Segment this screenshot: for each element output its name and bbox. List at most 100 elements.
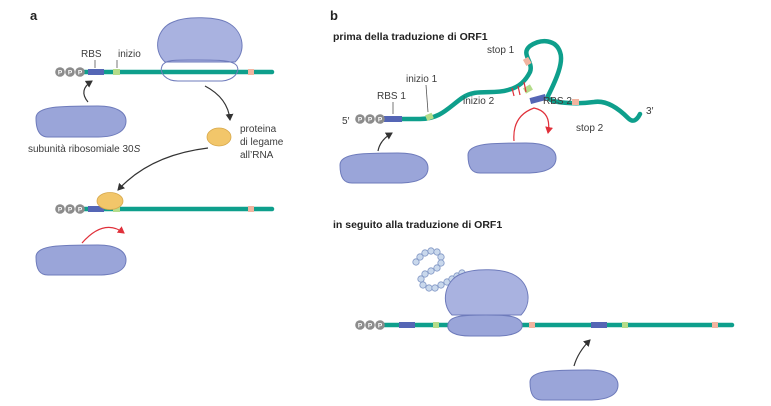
- rbs1-site: [399, 322, 415, 328]
- triphosphate: P P P: [55, 204, 85, 214]
- phosphate-circle: [55, 204, 65, 214]
- amino-acid-bead: [421, 270, 429, 278]
- phosphate-letter: P: [58, 207, 63, 214]
- protein-label-line1: proteina: [240, 124, 277, 135]
- blocked-30s-subunit: [35, 244, 127, 276]
- stop2-codon: [572, 99, 579, 105]
- base-pair-line: [511, 87, 515, 97]
- five-prime-label: 5′: [342, 116, 350, 127]
- rbs2-site: [529, 94, 547, 104]
- phosphate-letter: P: [68, 207, 73, 214]
- phosphate-letter: P: [78, 70, 83, 77]
- amino-acid-bead: [427, 267, 435, 275]
- amino-acid-bead: [425, 284, 433, 292]
- phosphate-letter: P: [78, 207, 83, 214]
- amino-acid-bead: [416, 253, 424, 261]
- phosphate-circle: [55, 67, 65, 77]
- amino-acid-bead: [417, 275, 425, 283]
- phosphate-letter: P: [378, 323, 383, 330]
- stop1-label: stop 1: [487, 45, 515, 56]
- amino-acid-bead: [419, 281, 427, 289]
- amino-acid-bead: [433, 248, 441, 256]
- rbs-site: [88, 206, 104, 212]
- stop2-codon: [712, 322, 718, 328]
- panel-a-bottom-mrna: P P P: [55, 204, 275, 214]
- phosphate-letter: P: [368, 323, 373, 330]
- mrna-strand-folded: [377, 38, 643, 123]
- rbs1-site: [384, 116, 402, 122]
- stop2-label: stop 2: [576, 123, 604, 134]
- stop-codon: [248, 206, 254, 212]
- small-ribosomal-subunit-rbs2: [529, 369, 619, 401]
- translating-large-subunit: [444, 269, 529, 316]
- rbs1-binding-arrow: [377, 132, 393, 152]
- phosphate-circle: [375, 114, 385, 124]
- rbs-label: RBS: [81, 49, 102, 60]
- amino-acid-bead: [433, 264, 441, 272]
- phosphate-circle: [75, 67, 85, 77]
- inizio2-label: inizio 2: [463, 96, 495, 107]
- rbs2-label: RBS 2: [543, 96, 572, 107]
- blocked-binding-arrow: [81, 226, 125, 244]
- protein-label-line3: all’RNA: [240, 150, 274, 161]
- triphosphate: P P P: [355, 320, 385, 330]
- amino-acid-bead: [427, 247, 435, 255]
- amino-acid-bead: [437, 281, 445, 289]
- panel-a-top-mrna: P P P: [55, 67, 275, 77]
- phosphate-circle: [65, 204, 75, 214]
- amino-acid-bead: [421, 249, 429, 257]
- phosphate-circle: [65, 67, 75, 77]
- phosphate-circle: [365, 320, 375, 330]
- panel-b-title-bottom: in seguito alla traduzione di ORF1: [333, 219, 502, 231]
- small-ribosomal-subunit-30s: [35, 105, 127, 138]
- phosphate-letter: P: [358, 117, 363, 124]
- stop1-codon: [529, 322, 535, 328]
- large-ribosomal-subunit: [157, 17, 243, 63]
- panel-b-title-top: prima della traduzione di ORF1: [333, 31, 488, 43]
- amino-acid-bead: [412, 258, 420, 266]
- protein-label-line2: di legame: [240, 137, 284, 148]
- panel-b-bottom-mrna: P P P: [355, 320, 735, 330]
- small-ribosomal-subunit-rbs1: [339, 152, 429, 184]
- start1-codon: [425, 112, 434, 121]
- base-pair-line: [517, 85, 521, 96]
- phosphate-circle: [75, 204, 85, 214]
- rbs-site: [88, 69, 104, 75]
- triphosphate: P P P: [55, 67, 85, 77]
- phosphate-letter: P: [368, 117, 373, 124]
- base-pair-line: [523, 81, 527, 93]
- phosphate-letter: P: [68, 70, 73, 77]
- repression-arrow: [117, 147, 209, 191]
- phosphate-letter: P: [378, 117, 383, 124]
- amino-acid-bead: [431, 284, 439, 292]
- inizio-label: inizio: [118, 49, 141, 60]
- panel-b-letter: b: [330, 8, 338, 23]
- triphosphate: P P P: [355, 114, 385, 124]
- small-subunit-outline: [160, 59, 239, 82]
- protein-arrow: [204, 85, 234, 121]
- phosphate-circle: [375, 320, 385, 330]
- three-prime-label: 3′: [646, 106, 654, 117]
- amino-acid-bead: [437, 253, 445, 261]
- phosphate-letter: P: [58, 70, 63, 77]
- amino-acid-bead: [437, 259, 445, 267]
- blocked-rbs2-arrow: [513, 107, 554, 142]
- translating-small-subunit: [447, 314, 523, 337]
- stop1-codon: [522, 56, 532, 66]
- inizio1-leader-line: [425, 84, 429, 113]
- rna-binding-protein: [206, 127, 232, 147]
- phosphate-letter: P: [358, 323, 363, 330]
- phosphate-circle: [365, 114, 375, 124]
- phosphate-circle: [355, 114, 365, 124]
- bound-protein: [96, 192, 124, 210]
- base-pairing: [511, 81, 527, 97]
- panel-a-letter: a: [30, 8, 38, 23]
- rbs2-site: [591, 322, 607, 328]
- binding-arrow: [83, 80, 93, 103]
- panel-b-top-mrna: P P P: [355, 38, 643, 124]
- start2-codon: [622, 322, 628, 328]
- small-ribosomal-subunit-rbs2: [467, 142, 557, 174]
- stop-codon: [248, 69, 254, 75]
- start-codon: [113, 69, 120, 75]
